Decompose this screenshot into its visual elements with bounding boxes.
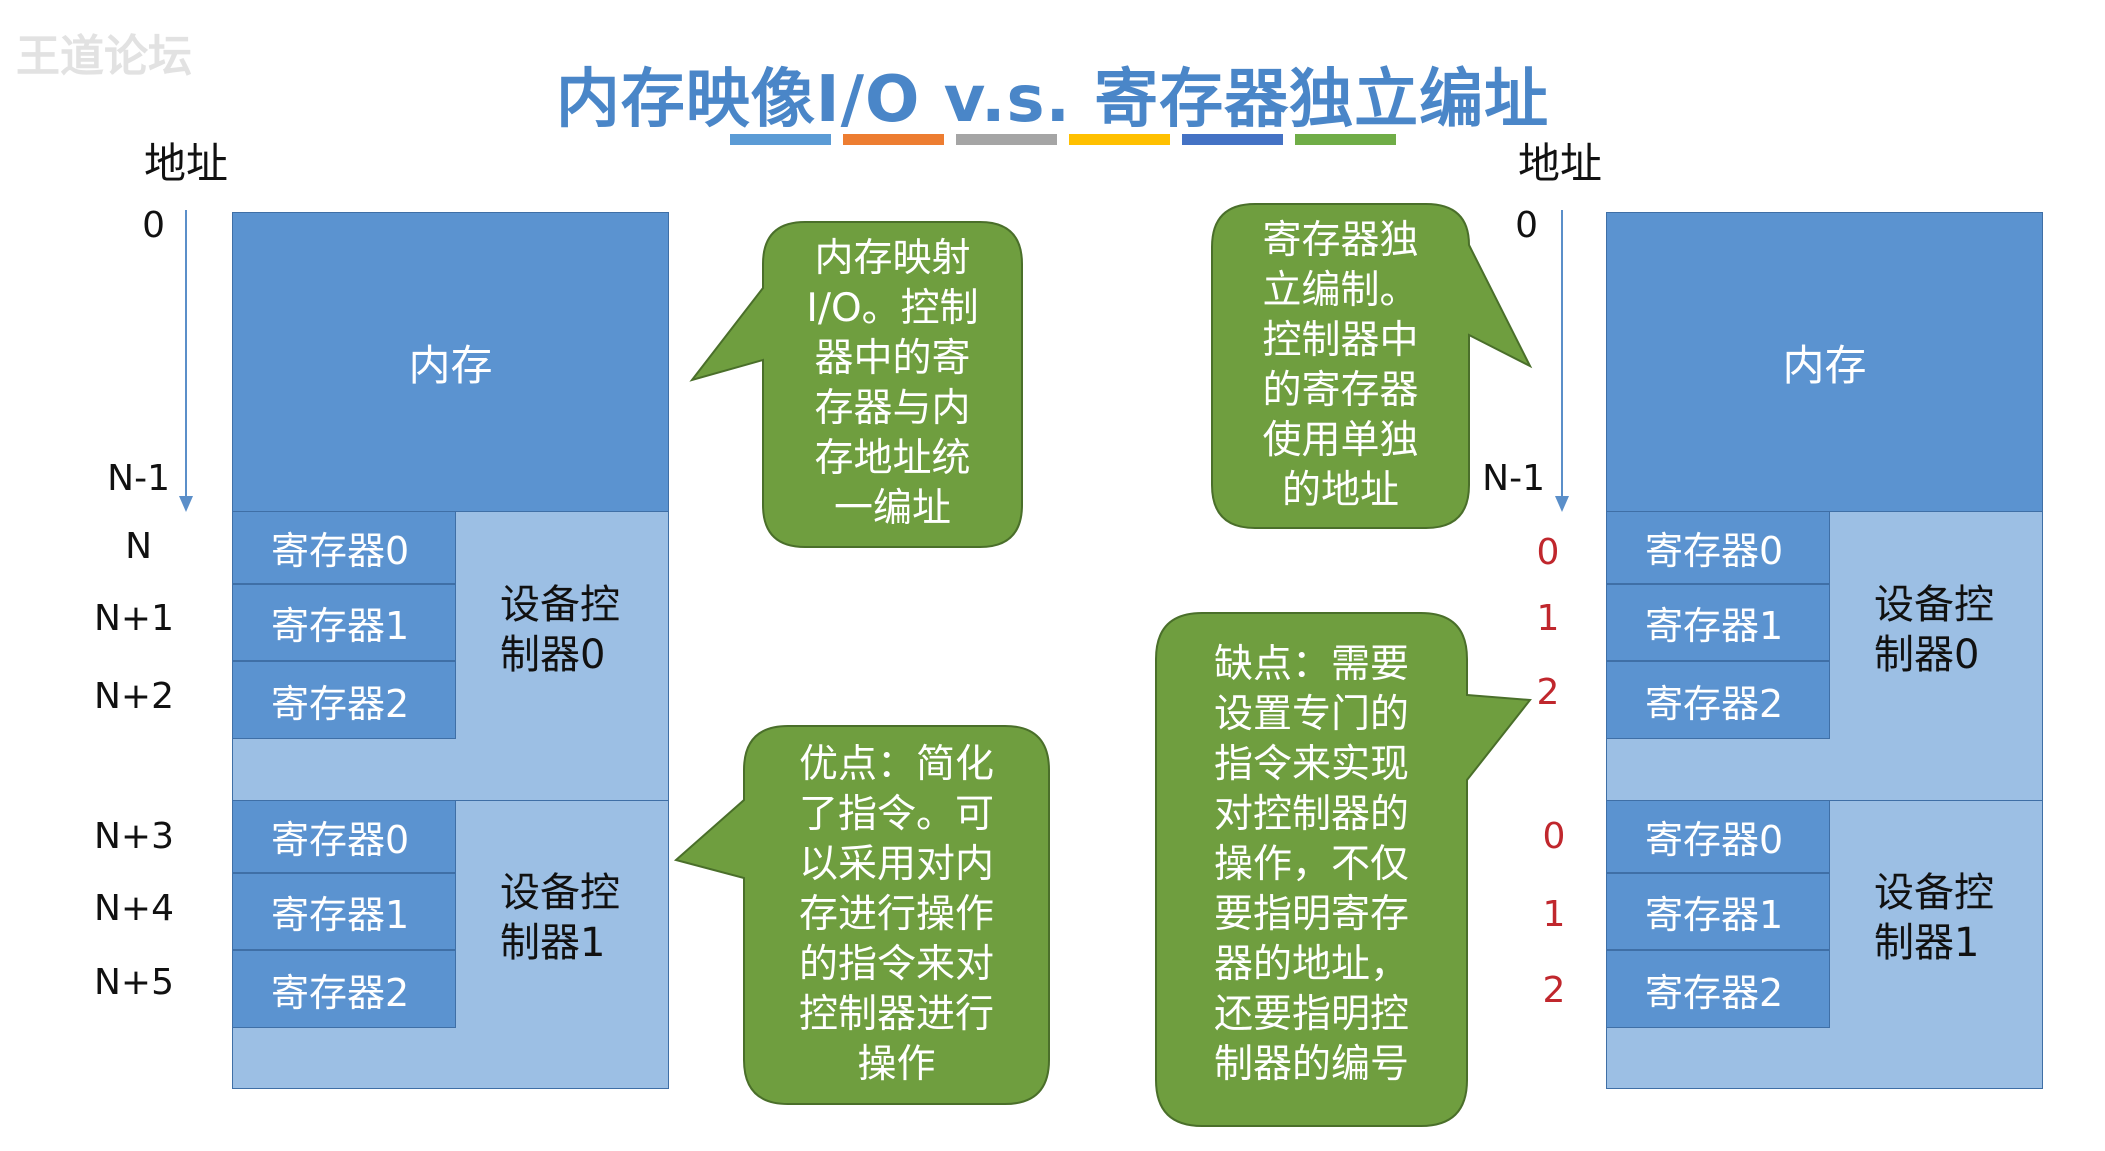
left-c1-register-0: 寄存器0 — [232, 800, 456, 873]
left-addr-label: N+4 — [94, 888, 174, 929]
left-c0-register-0: 寄存器0 — [232, 511, 456, 584]
left-addr-label: 0 — [142, 205, 165, 246]
right-c1-register-2: 寄存器2 — [1606, 950, 1830, 1028]
right-reg-index-label: 0 — [1542, 816, 1566, 857]
left-address-axis — [185, 210, 187, 500]
right-controller-1-name: 设备控 制器1 — [1874, 870, 1994, 966]
left-controller-0-name: 设备控 制器0 — [500, 582, 620, 678]
right-reg-index-label: 1 — [1536, 598, 1560, 639]
watermark: 王道论坛 — [16, 31, 192, 82]
callout-independent-text: 寄存器独 立编制。 控制器中 的寄存器 使用单独 的地址 — [1262, 218, 1419, 513]
right-reg-index-label: 0 — [1536, 532, 1560, 573]
title-color-bar-4 — [1069, 134, 1170, 145]
left-memory-label: 内存 — [408, 340, 493, 390]
right-memory-label: 内存 — [1782, 340, 1867, 390]
right-c0-register-1: 寄存器1 — [1606, 584, 1830, 661]
left-c0-register-1: 寄存器1 — [232, 584, 456, 661]
left-c1-register-1: 寄存器1 — [232, 873, 456, 950]
title-color-bar-2 — [843, 134, 944, 145]
left-address-arrow-icon — [179, 496, 193, 512]
right-reg-index-label: 1 — [1542, 894, 1566, 935]
right-reg-index-label: 2 — [1542, 970, 1566, 1011]
right-c0-register-0: 寄存器0 — [1606, 511, 1830, 584]
right-controller-0-name: 设备控 制器0 — [1874, 582, 1994, 678]
right-address-arrow-icon — [1555, 496, 1569, 512]
left-addr-label: N — [125, 526, 152, 567]
left-addr-label: N+1 — [94, 598, 174, 639]
left-addr-label: N+3 — [94, 816, 174, 857]
right-c0-register-2: 寄存器2 — [1606, 661, 1830, 739]
right-c1-register-0: 寄存器0 — [1606, 800, 1830, 873]
callout-disadvantage-text: 缺点：需要 设置专门的 指令来实现 对控制器的 操作，不仅 要指明寄存 器的地址… — [1213, 642, 1409, 1087]
right-c1-register-1: 寄存器1 — [1606, 873, 1830, 950]
right-reg-index-label: 2 — [1536, 672, 1560, 713]
right-address-axis — [1561, 210, 1563, 500]
left-memory-block: 内存 — [232, 212, 669, 512]
left-c1-register-2: 寄存器2 — [232, 950, 456, 1028]
callout-advantage-text: 优点：简化 了指令。可 以采用对内 存进行操作 的指令来对 控制器进行 操作 — [798, 742, 994, 1087]
left-addr-label: N+2 — [94, 676, 174, 717]
callout-memory-mapped-text: 内存映射 I/O。控制 器中的寄 存器与内 存地址统 一编址 — [806, 236, 979, 531]
right-memory-block: 内存 — [1606, 212, 2043, 512]
title-color-bar-5 — [1182, 134, 1283, 145]
left-controller-1-name: 设备控 制器1 — [500, 870, 620, 966]
left-addr-label: N+5 — [94, 962, 174, 1003]
page-title: 内存映像I/O v.s. 寄存器独立编址 — [555, 63, 1550, 137]
left-addr-label: N-1 — [107, 458, 170, 499]
title-color-bar-6 — [1295, 134, 1396, 145]
left-c0-register-2: 寄存器2 — [232, 661, 456, 739]
right-address-heading: 地址 — [1518, 139, 1603, 188]
title-color-bar-3 — [956, 134, 1057, 145]
left-address-heading: 地址 — [144, 139, 229, 188]
title-color-bar-1 — [730, 134, 831, 145]
